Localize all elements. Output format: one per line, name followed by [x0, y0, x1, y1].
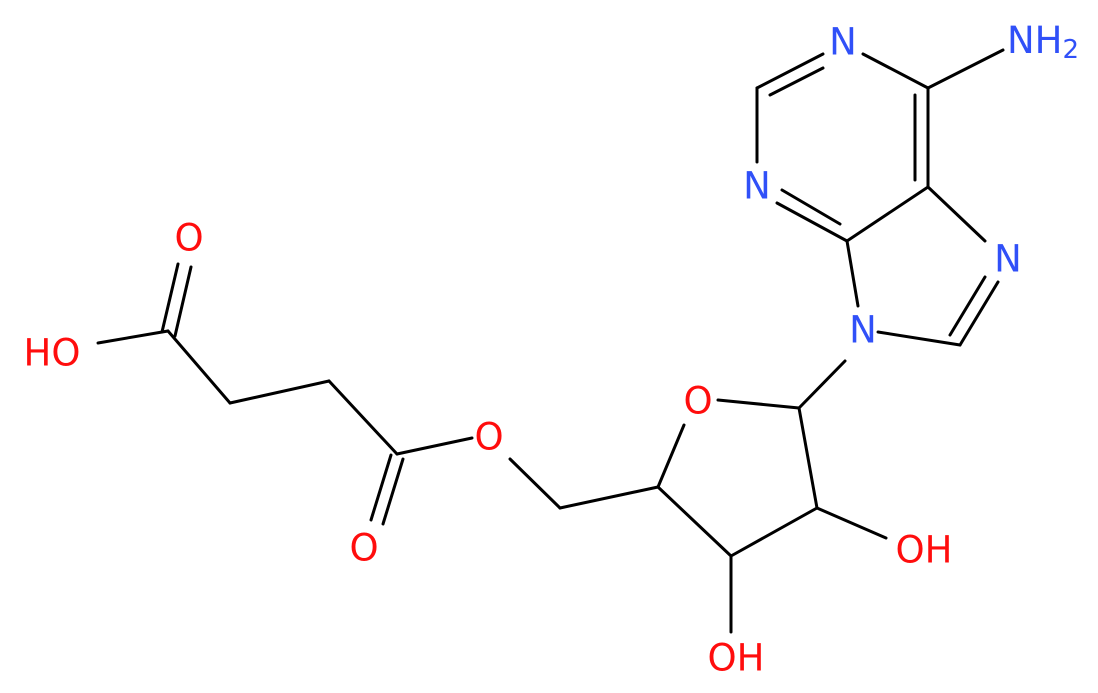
- bond-ch2-c-ester: [327, 379, 399, 456]
- bond-c3-c4: [656, 485, 733, 558]
- bond-c1-n9: [797, 359, 847, 410]
- bond-c-ch2: [166, 329, 232, 405]
- bond-n1-c2-1: [755, 52, 825, 90]
- bond-c4-o: [656, 423, 686, 489]
- n3-label: N: [743, 165, 771, 208]
- acid-oh-label: HO: [24, 332, 81, 375]
- bond-c-o-double-1: [160, 262, 180, 334]
- bond-ch2-ch2: [228, 379, 331, 405]
- bond-c-o-double-2: [173, 265, 193, 338]
- bond-o-ch2: [508, 457, 562, 510]
- n9-label: N: [849, 309, 877, 352]
- acid-carbonyl-o-label: O: [174, 217, 203, 260]
- bond-c4-n9: [845, 239, 860, 308]
- bond-lines: [96, 48, 1005, 634]
- bond-ch2-c4: [558, 485, 660, 510]
- bond-n1-c2-2: [768, 66, 825, 97]
- bond-n9-c8: [876, 330, 962, 347]
- bond-n3-c4-1: [775, 201, 849, 243]
- bond-c8-n7-1: [958, 280, 1000, 347]
- bond-n3-c4-2: [780, 188, 842, 226]
- bond-c8-n7-2: [948, 275, 987, 337]
- ester-carbonyl-o-label: O: [349, 527, 378, 570]
- oh-2-label: OH: [896, 529, 953, 572]
- bond-c-o-ester: [395, 436, 474, 456]
- bond-c-o-ester-double-2: [381, 457, 405, 526]
- bond-c-o-ester-double-1: [369, 453, 393, 522]
- atom-labels: NH2 N N N N HO O O O O OH OH: [24, 19, 1080, 680]
- n7-label: N: [994, 238, 1022, 281]
- bond-ho-c: [96, 329, 170, 345]
- bond-n7-c5: [926, 185, 987, 243]
- bond-c2-c3: [729, 506, 819, 558]
- bond-c1-c2: [797, 406, 819, 510]
- amine-subscript: 2: [1063, 35, 1080, 65]
- bond-c6-n1: [861, 52, 930, 90]
- n1-label: N: [829, 21, 857, 64]
- bond-c5-c4: [845, 185, 930, 243]
- oh-3-label: OH: [708, 637, 765, 680]
- amine-label: NH2: [1007, 19, 1079, 66]
- ring-o-label: O: [683, 380, 712, 423]
- bond-c6-nh2: [926, 48, 1005, 90]
- bond-c2-oh: [815, 506, 888, 540]
- ester-o-label: O: [474, 416, 503, 459]
- bond-o-c1: [716, 398, 801, 410]
